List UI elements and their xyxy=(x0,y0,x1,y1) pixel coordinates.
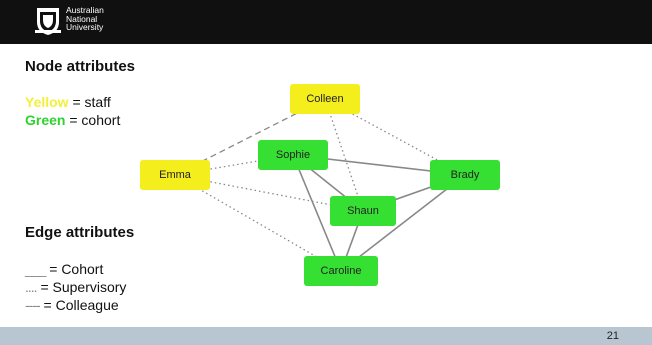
node-shaun: Shaun xyxy=(330,196,396,226)
footer-bar: 21 xyxy=(0,327,652,345)
edge-legend-supervisory: .... = Supervisory xyxy=(25,279,126,295)
node-colleen: Colleen xyxy=(290,84,360,114)
node-attributes-heading: Node attributes xyxy=(25,58,136,75)
edge-sophie-caroline xyxy=(292,154,342,272)
page-number: 21 xyxy=(606,330,619,342)
edge-meaning-colleague: = Colleague xyxy=(43,297,119,313)
logo-line: University xyxy=(66,22,104,32)
edge-legend-colleague: ---- = Colleague xyxy=(25,297,119,313)
legend-staff: Yellow = staff xyxy=(25,94,111,110)
header-bar: Australian National University xyxy=(0,0,652,44)
edge-legend-cohort: ___ = Cohort xyxy=(25,261,103,277)
legend-cohort: Green = cohort xyxy=(25,112,120,128)
node-caroline: Caroline xyxy=(304,256,378,286)
legend-yellow-meaning: = staff xyxy=(72,94,111,110)
node-brady: Brady xyxy=(430,160,500,190)
edge-meaning-supervisory: = Supervisory xyxy=(40,279,127,295)
edge-emma-caroline xyxy=(174,174,342,272)
edge-brady-caroline xyxy=(340,174,466,272)
legend-yellow-label: Yellow xyxy=(25,94,69,110)
node-sophie: Sophie xyxy=(258,140,328,170)
node-emma: Emma xyxy=(140,160,210,190)
anu-crest-icon xyxy=(35,8,61,35)
anu-logo-text: Australian National University xyxy=(66,6,104,32)
edge-marker-dotted: .... xyxy=(25,279,38,295)
logo-line: National xyxy=(66,13,98,24)
edge-attributes-heading: Edge attributes xyxy=(25,224,135,241)
edge-marker-dashed: ---- xyxy=(25,297,41,313)
edge-marker-solid: ___ xyxy=(25,261,46,277)
edge-meaning-cohort: = Cohort xyxy=(49,261,104,277)
edge-colleen-shaun xyxy=(324,98,364,212)
legend-green-label: Green xyxy=(25,112,66,128)
logo-line: Australian xyxy=(66,5,104,15)
legend-green-meaning: = cohort xyxy=(69,112,121,128)
